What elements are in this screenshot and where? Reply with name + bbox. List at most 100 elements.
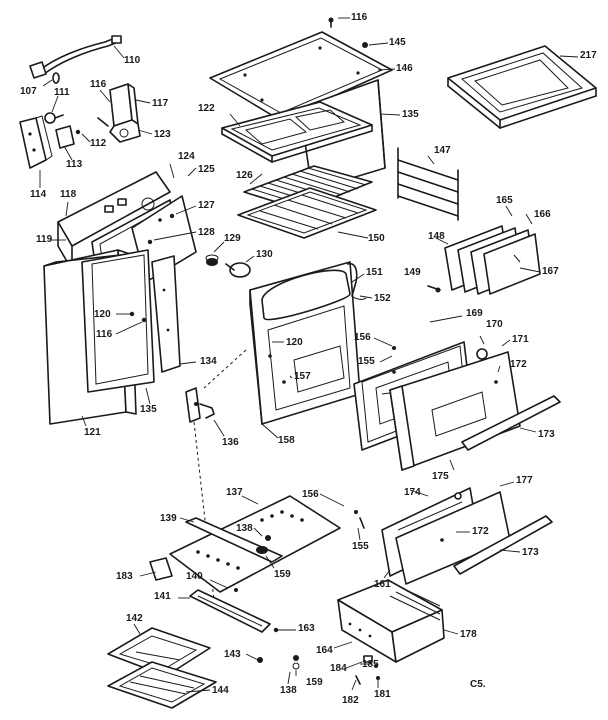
callout-135: 135: [140, 404, 157, 415]
knob-138: [265, 535, 271, 541]
callout-111: 111: [54, 87, 70, 98]
callout-156: 156: [302, 489, 319, 500]
callout-114: 114: [30, 189, 47, 200]
callout-134: 134: [200, 356, 217, 367]
callout-158: 158: [278, 435, 295, 446]
callout-116: 116: [90, 79, 107, 90]
callout-139: 139: [160, 513, 177, 524]
screw-120-left: [129, 311, 135, 317]
screw-112: [75, 129, 81, 135]
callout-185: 185: [362, 659, 379, 670]
bracket-113: [55, 125, 75, 149]
callout-125: 125: [198, 164, 215, 175]
callout-172: 172: [472, 526, 489, 537]
callout-116: 116: [351, 12, 368, 23]
callout-183: 183: [116, 571, 133, 582]
insulation-134: [151, 255, 181, 373]
trim-183: [149, 557, 173, 581]
callout-126: 126: [236, 170, 253, 181]
callout-112: 112: [90, 138, 107, 149]
callout-151: 151: [366, 267, 383, 278]
glide-parts-184: [355, 655, 380, 685]
callout-170: 170: [486, 319, 503, 330]
callout-147: 147: [434, 145, 451, 156]
callout-217: 217: [580, 50, 597, 61]
callout-120: 120: [94, 309, 111, 320]
handle-173-lower: [453, 515, 553, 575]
callout-138: 138: [280, 685, 297, 696]
callout-122: 122: [198, 103, 215, 114]
callout-163: 163: [298, 623, 315, 634]
callout-138: 138: [236, 523, 253, 534]
screw-163: [273, 627, 279, 633]
callout-116: 116: [96, 329, 113, 340]
callout-169: 169: [466, 308, 483, 319]
callout-173: 173: [522, 547, 539, 558]
knob-159-lower: [292, 655, 300, 670]
handle-173-top: [461, 395, 561, 451]
callout-149: 149: [404, 267, 421, 278]
screw-156-lower: [354, 510, 358, 514]
callout-135: 135: [402, 109, 419, 120]
callout-141: 141: [154, 591, 171, 602]
rear-panel-118: [57, 171, 171, 271]
screw-143: [257, 657, 263, 663]
rack-supports-147: [397, 147, 459, 221]
callout-121: 121: [84, 427, 101, 438]
callout-156: 156: [354, 332, 371, 343]
hinge-136: [185, 387, 215, 423]
callout-181: 181: [374, 689, 391, 700]
callout-142: 142: [126, 613, 143, 624]
side-liner-135: [81, 249, 155, 393]
callout-146: 146: [396, 63, 413, 74]
screw-127: [169, 213, 175, 219]
callout-144: 144: [212, 685, 229, 696]
callout-118: 118: [60, 189, 77, 200]
screw-128: [147, 239, 153, 245]
callout-113: 113: [66, 159, 83, 170]
callout-182: 182: [342, 695, 359, 706]
callout-119: 119: [36, 234, 53, 245]
callout-140: 140: [186, 571, 203, 582]
callout-127: 127: [198, 200, 215, 211]
callout-124: 124: [178, 151, 195, 162]
callout-172: 172: [510, 359, 527, 370]
callout-184: 184: [330, 663, 347, 674]
trim-141: [189, 589, 271, 633]
knob-129: [205, 254, 219, 266]
screw-155-lower: [359, 517, 365, 529]
clip-107: [52, 72, 60, 84]
screw-149: [427, 285, 441, 293]
power-cord-110: [29, 35, 122, 79]
callout-174: 174: [404, 487, 421, 498]
screw-156-upper: [392, 346, 396, 350]
oven-bottom-122: [221, 101, 373, 163]
front-frame-158: [249, 261, 361, 425]
callout-155: 155: [352, 541, 369, 552]
callout-136: 136: [222, 437, 239, 448]
callout-171: 171: [512, 334, 529, 345]
callout-177: 177: [516, 475, 533, 486]
callout-165: 165: [496, 195, 513, 206]
callout-129: 129: [224, 233, 241, 244]
broiler-pan-217: [447, 45, 597, 129]
screw-116-left: [141, 317, 147, 323]
callout-167: 167: [542, 266, 559, 277]
door-outer-171: [389, 348, 521, 471]
drawer-178: [337, 579, 445, 663]
callout-145: 145: [389, 37, 406, 48]
broiler-pan-144: [107, 661, 217, 709]
callout-110: 110: [124, 55, 141, 66]
door-glass-pack-148: [444, 225, 541, 295]
rack-150: [237, 187, 377, 239]
callout-123: 123: [154, 129, 171, 140]
junction-box-117: [97, 83, 141, 143]
callout-143: 143: [224, 649, 241, 660]
callout-173: 173: [538, 429, 555, 440]
callout-120: 120: [286, 337, 303, 348]
gasket-151: [347, 262, 367, 300]
knob-159: [256, 546, 268, 554]
callout-137: 137: [226, 487, 243, 498]
